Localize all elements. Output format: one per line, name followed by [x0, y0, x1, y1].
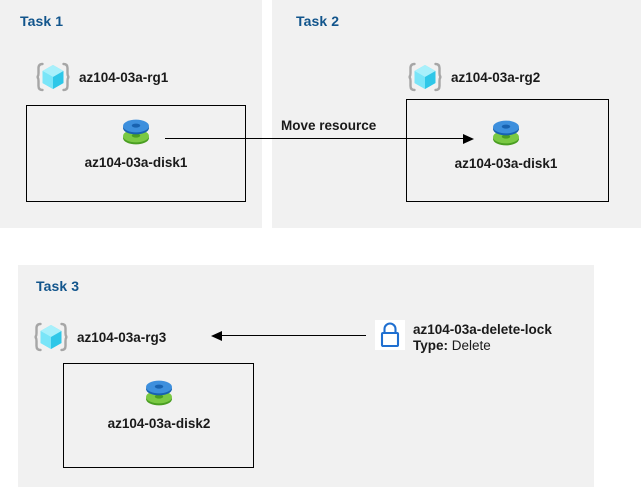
move-resource-label: Move resource [281, 118, 377, 133]
lock-name-label: az104-03a-delete-lock [413, 322, 552, 337]
lock-text-block: az104-03a-delete-lock Type: Delete [413, 320, 552, 355]
task2-panel [272, 0, 641, 228]
resource-group-cube-icon [34, 58, 72, 96]
managed-disk-icon [486, 113, 526, 153]
task2-resource-box [406, 99, 609, 202]
task1-resource-group-label: az104-03a-rg1 [79, 69, 169, 85]
move-resource-arrow-head [463, 133, 474, 144]
task1-panel [0, 0, 262, 228]
managed-disk-icon [116, 112, 156, 152]
task1-resource-label: az104-03a-disk1 [84, 155, 188, 170]
task1-resource-box [26, 105, 246, 202]
task3-resource-label: az104-03a-disk2 [107, 416, 211, 431]
task1-resource-group: az104-03a-rg1 [34, 58, 168, 96]
lock-type-key: Type: [413, 338, 449, 354]
resource-group-cube-icon [32, 318, 70, 356]
managed-disk-icon [139, 373, 179, 413]
resource-group-cube-icon [406, 58, 444, 96]
task1-title: Task 1 [20, 13, 64, 29]
lock-type-value: Delete [451, 338, 491, 354]
move-resource-arrow-line [165, 138, 465, 139]
task1-resource: az104-03a-disk1 [76, 112, 196, 170]
task2-resource-label: az104-03a-disk1 [454, 156, 558, 171]
lock-type-line: Type: Delete [413, 338, 552, 354]
task2-resource: az104-03a-disk1 [442, 113, 570, 171]
task3-resource-box [63, 363, 254, 468]
task3-panel [18, 265, 594, 487]
task2-resource-group: az104-03a-rg2 [406, 58, 540, 96]
task2-title: Task 2 [296, 13, 340, 29]
delete-lock-group: az104-03a-delete-lock Type: Delete [375, 320, 552, 355]
padlock-icon [375, 320, 405, 350]
task3-resource-group-label: az104-03a-rg3 [77, 329, 167, 345]
task2-resource-group-label: az104-03a-rg2 [451, 69, 541, 85]
task3-resource: az104-03a-disk2 [95, 373, 223, 431]
lock-arrow-head [211, 330, 222, 341]
task3-resource-group: az104-03a-rg3 [32, 318, 166, 356]
task3-title: Task 3 [36, 278, 80, 294]
lock-arrow-line [222, 335, 366, 336]
